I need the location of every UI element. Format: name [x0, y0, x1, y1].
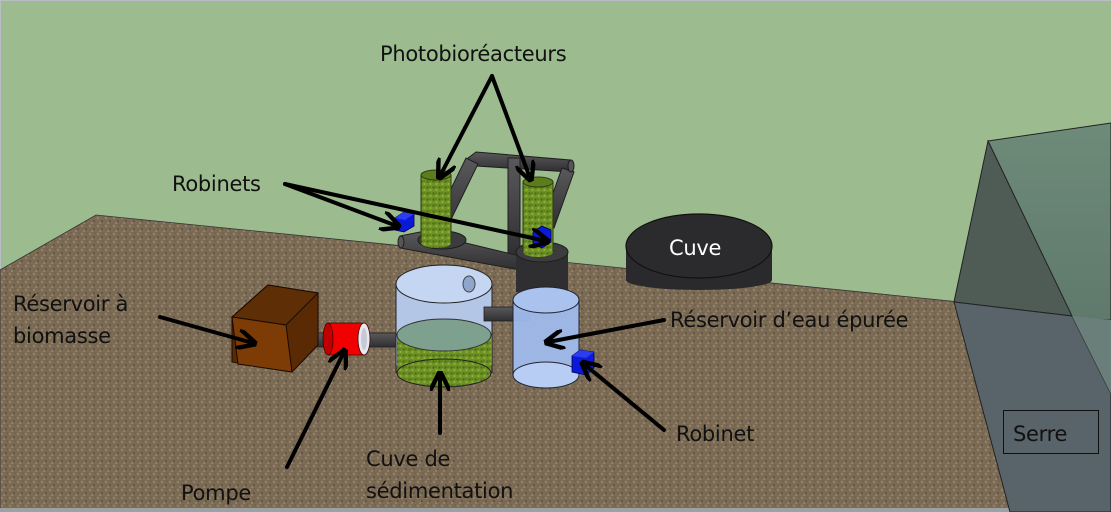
arrow-photobioreacteurs-left	[440, 74, 494, 176]
greenhouse	[953, 122, 1111, 512]
arrow-robinet	[584, 364, 666, 432]
label-serre: Serre	[1013, 422, 1068, 446]
storage-tank	[625, 213, 773, 290]
label-robinets: Robinets	[172, 172, 261, 196]
arrow-photobioreacteurs-right	[490, 74, 530, 178]
arrow-pompe	[285, 352, 344, 469]
label-pompe: Pompe	[181, 481, 251, 505]
label-reservoir-biomasse-line1: Réservoir à	[13, 292, 129, 316]
annotation-arrows	[158, 74, 666, 469]
sedimentation-tank	[395, 264, 493, 388]
label-cuve-sedimentation-line2: sédimentation	[366, 479, 514, 503]
label-cuve: Cuve	[669, 236, 722, 260]
label-serre-box	[1003, 410, 1099, 454]
arrow-robinets-right	[283, 182, 546, 241]
label-robinet: Robinet	[676, 422, 755, 446]
label-reservoir-eau-epuree: Réservoir d’eau épurée	[670, 308, 909, 332]
arrow-robinets-left	[283, 182, 397, 226]
pump	[322, 322, 371, 356]
label-reservoir-biomasse-line2: biomasse	[13, 324, 111, 348]
arrow-reservoir-eau-epuree	[548, 318, 666, 342]
label-cuve-sedimentation-line1: Cuve de	[366, 447, 451, 471]
photobioreactor-left	[420, 169, 452, 248]
arrow-reservoir-biomasse	[158, 315, 253, 343]
label-photobioreacteurs: Photobioréacteurs	[380, 42, 567, 66]
